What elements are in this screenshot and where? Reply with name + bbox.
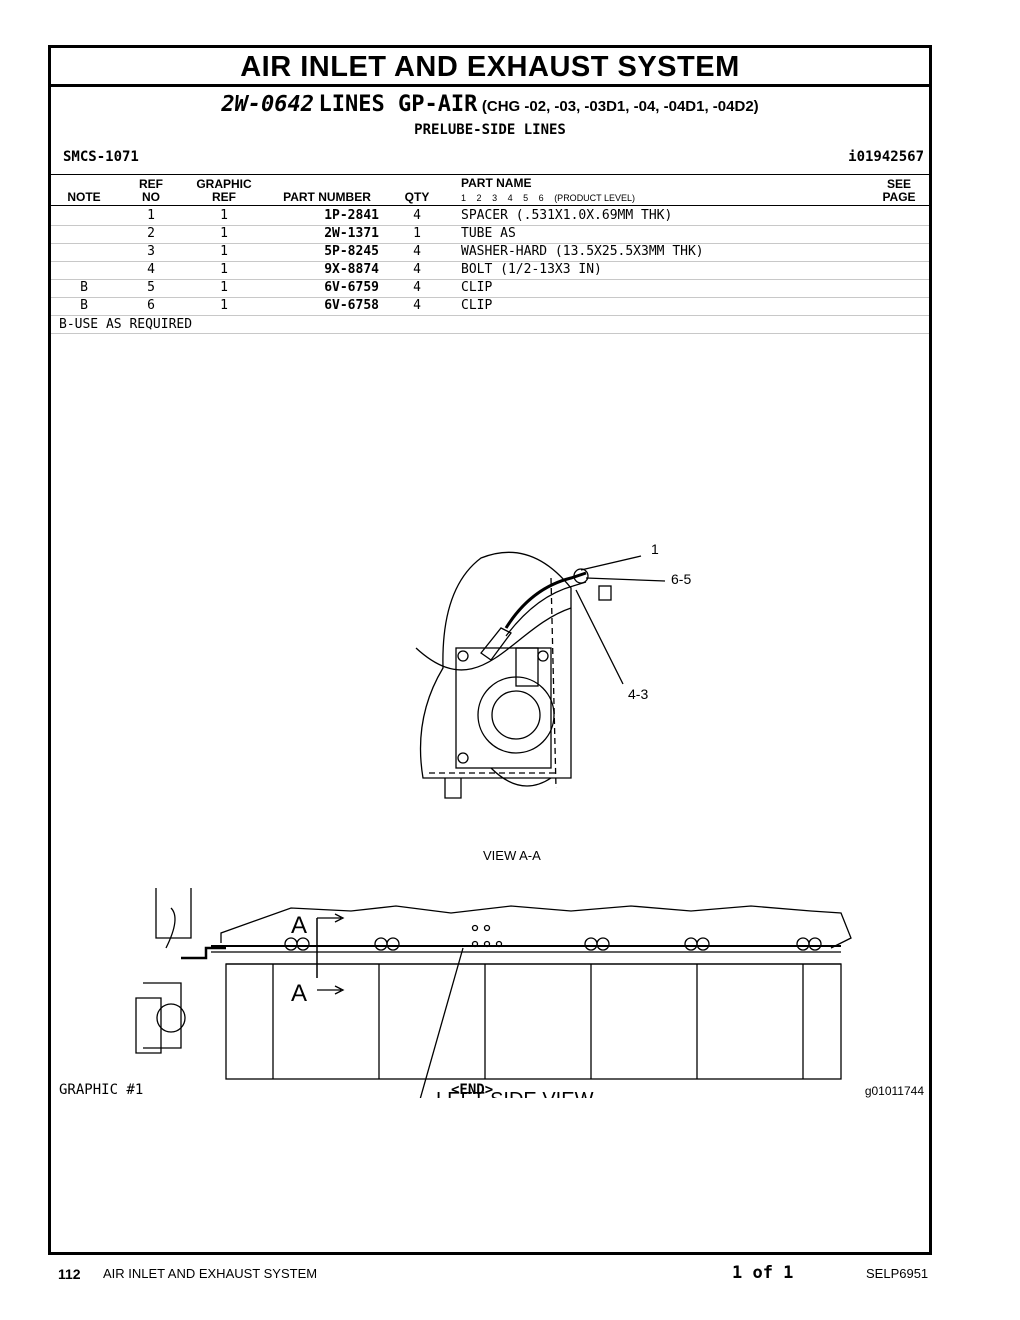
- section-arrow-top: [317, 913, 345, 923]
- cell-ref-no: 5: [147, 280, 155, 295]
- callout-4-3: 4-3: [628, 686, 648, 702]
- col-see-page-line1: SEE: [886, 177, 911, 191]
- cell-ref-no: 2: [147, 226, 155, 241]
- section-arrow-bottom: [317, 985, 345, 995]
- page-frame: AIR INLET AND EXHAUST SYSTEM 2W-0642 LIN…: [48, 45, 932, 1255]
- col-ref-no-line1: REF: [139, 177, 163, 191]
- table-row: B 5 1 6V-6759 4 CLIP: [51, 279, 929, 298]
- left-side-view-label: LEFT SIDE VIEW: [436, 1089, 594, 1098]
- cell-qty: 4: [413, 244, 421, 259]
- callout-6-5: 6-5: [671, 571, 691, 587]
- note-legend: B-USE AS REQUIRED: [51, 316, 929, 334]
- cell-part-number[interactable]: 6V-6759: [324, 280, 379, 295]
- smcs-code: SMCS-1071: [63, 149, 139, 165]
- graphic-label: GRAPHIC #1: [59, 1082, 144, 1098]
- footer-page-of: 1 of 1: [732, 1263, 794, 1283]
- product-level-label: (PRODUCT LEVEL): [554, 193, 636, 203]
- product-level: 3: [492, 193, 498, 203]
- cell-ref-no: 6: [147, 298, 155, 313]
- group-subtitle: PRELUBE-SIDE LINES: [414, 122, 566, 138]
- change-levels: (CHG -02, -03, -03D1, -04, -04D1, -04D2): [481, 98, 759, 115]
- cell-note: B: [80, 298, 88, 313]
- cell-qty: 1: [413, 226, 421, 241]
- cell-part-number[interactable]: 6V-6758: [324, 298, 379, 313]
- callout-leader-4-3: [575, 589, 624, 685]
- col-graphic-ref-line2: REF: [212, 190, 236, 204]
- group-part-name: LINES GP-AIR: [318, 92, 478, 117]
- view-a-a-label: VIEW A-A: [483, 848, 541, 863]
- callout-1: 1: [651, 541, 659, 557]
- cell-graphic-ref: 1: [220, 244, 228, 259]
- footer-section: AIR INLET AND EXHAUST SYSTEM: [103, 1266, 318, 1281]
- parts-illustration: 1 6-5 4-3 VIEW A-A: [135, 541, 852, 1098]
- col-qty: QTY: [404, 190, 430, 204]
- callout-leader-1: [580, 555, 642, 571]
- cell-part-name: BOLT (1/2-13X3 IN): [461, 262, 602, 277]
- cell-note: B: [80, 280, 88, 295]
- cell-part-name: CLIP: [461, 298, 493, 313]
- product-levels: 1 2 3 4 5 6 (PRODUCT LEVEL): [461, 193, 643, 203]
- cell-graphic-ref: 1: [220, 226, 228, 241]
- col-see-page: SEE PAGE: [871, 178, 927, 204]
- cell-part-name: WASHER-HARD (13.5X25.5X3MM THK): [461, 244, 704, 259]
- col-graphic-ref: GRAPHIC REF: [189, 178, 259, 204]
- col-graphic-ref-line1: GRAPHIC: [196, 177, 252, 191]
- callout-leader-6-5: [585, 577, 666, 582]
- product-level: 1: [461, 193, 467, 203]
- table-row: 4 1 9X-8874 4 BOLT (1/2-13X3 IN): [51, 261, 929, 280]
- product-level: 4: [507, 193, 513, 203]
- cell-ref-no: 4: [147, 262, 155, 277]
- cell-qty: 4: [413, 298, 421, 313]
- footer-page-number: 112: [58, 1266, 81, 1282]
- cell-qty: 4: [413, 208, 421, 223]
- cell-qty: 4: [413, 262, 421, 277]
- table-row: 2 1 2W-1371 1 TUBE AS: [51, 225, 929, 244]
- cell-qty: 4: [413, 280, 421, 295]
- illustration-id: i01942567: [848, 149, 924, 165]
- col-ref-no: REF NO: [131, 178, 171, 204]
- callout-leader-2: [419, 947, 464, 1098]
- cell-graphic-ref: 1: [220, 208, 228, 223]
- cell-part-number[interactable]: 1P-2841: [324, 208, 379, 223]
- col-see-page-line2: PAGE: [882, 190, 916, 204]
- group-heading: 2W-0642 LINES GP-AIR (CHG -02, -03, -03D…: [51, 92, 929, 117]
- col-ref-no-line2: NO: [142, 190, 160, 204]
- cell-part-name: TUBE AS: [461, 226, 516, 241]
- table-row: 1 1 1P-2841 4 SPACER (.531X1.0X.69MM THK…: [51, 207, 929, 226]
- section-mark-bottom: A: [291, 980, 307, 1007]
- product-level: 5: [523, 193, 529, 203]
- footer-doc-id: SELP6951: [866, 1266, 929, 1281]
- col-part-name: PART NAME: [461, 176, 532, 190]
- cell-part-name: CLIP: [461, 280, 493, 295]
- product-level: 2: [476, 193, 482, 203]
- cell-ref-no: 3: [147, 244, 155, 259]
- cell-part-name: SPACER (.531X1.0X.69MM THK): [461, 208, 673, 223]
- section-mark-top: A: [291, 912, 307, 939]
- table-row: B 6 1 6V-6758 4 CLIP: [51, 297, 929, 316]
- view-a-a-drawing: [415, 551, 612, 799]
- cell-graphic-ref: 1: [220, 298, 228, 313]
- page-title: AIR INLET AND EXHAUST SYSTEM: [51, 48, 929, 87]
- product-level: 6: [538, 193, 544, 203]
- group-part-number: 2W-0642: [221, 92, 315, 117]
- header-rule: [51, 174, 929, 175]
- table-header-rule: [51, 205, 929, 206]
- left-side-view-drawing: [135, 888, 852, 1080]
- graphic-id: g01011744: [864, 1084, 924, 1098]
- cell-graphic-ref: 1: [220, 280, 228, 295]
- cell-part-number[interactable]: 2W-1371: [324, 226, 379, 241]
- cell-part-number[interactable]: 5P-8245: [324, 244, 379, 259]
- end-marker: <END>: [451, 1082, 494, 1098]
- table-row: 3 1 5P-8245 4 WASHER-HARD (13.5X25.5X3MM…: [51, 243, 929, 262]
- cell-part-number[interactable]: 9X-8874: [324, 262, 379, 277]
- col-note: NOTE: [67, 190, 101, 204]
- col-part-number: PART NUMBER: [283, 190, 371, 204]
- cell-ref-no: 1: [147, 208, 155, 223]
- cell-graphic-ref: 1: [220, 262, 228, 277]
